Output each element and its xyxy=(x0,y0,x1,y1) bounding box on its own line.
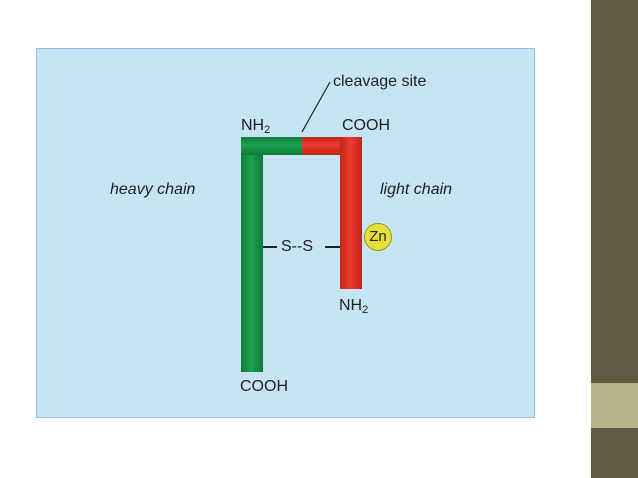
cleavage-pointer xyxy=(301,81,331,133)
disulfide-label: S--S xyxy=(281,238,313,255)
heavy-chain-horizontal xyxy=(241,137,303,155)
disulfide-tick-right xyxy=(325,246,340,248)
light-chain-nterm-label: NH2 xyxy=(339,297,369,316)
zinc-ion: Zn xyxy=(364,223,392,251)
heavy-chain-label: heavy chain xyxy=(110,181,196,198)
light-chain-vertical xyxy=(340,137,362,289)
light-chain-cterm-label: COOH xyxy=(342,117,390,134)
heavy-chain-nterm-label: NH2 xyxy=(241,117,271,136)
cleavage-site-label: cleavage site xyxy=(333,73,427,90)
diagram-panel xyxy=(36,48,535,418)
slide-side-accent xyxy=(591,383,638,428)
disulfide-tick-left xyxy=(263,246,277,248)
heavy-chain-cterm-label: COOH xyxy=(240,378,288,395)
heavy-chain-vertical xyxy=(241,137,263,372)
light-chain-label: light chain xyxy=(380,181,453,198)
